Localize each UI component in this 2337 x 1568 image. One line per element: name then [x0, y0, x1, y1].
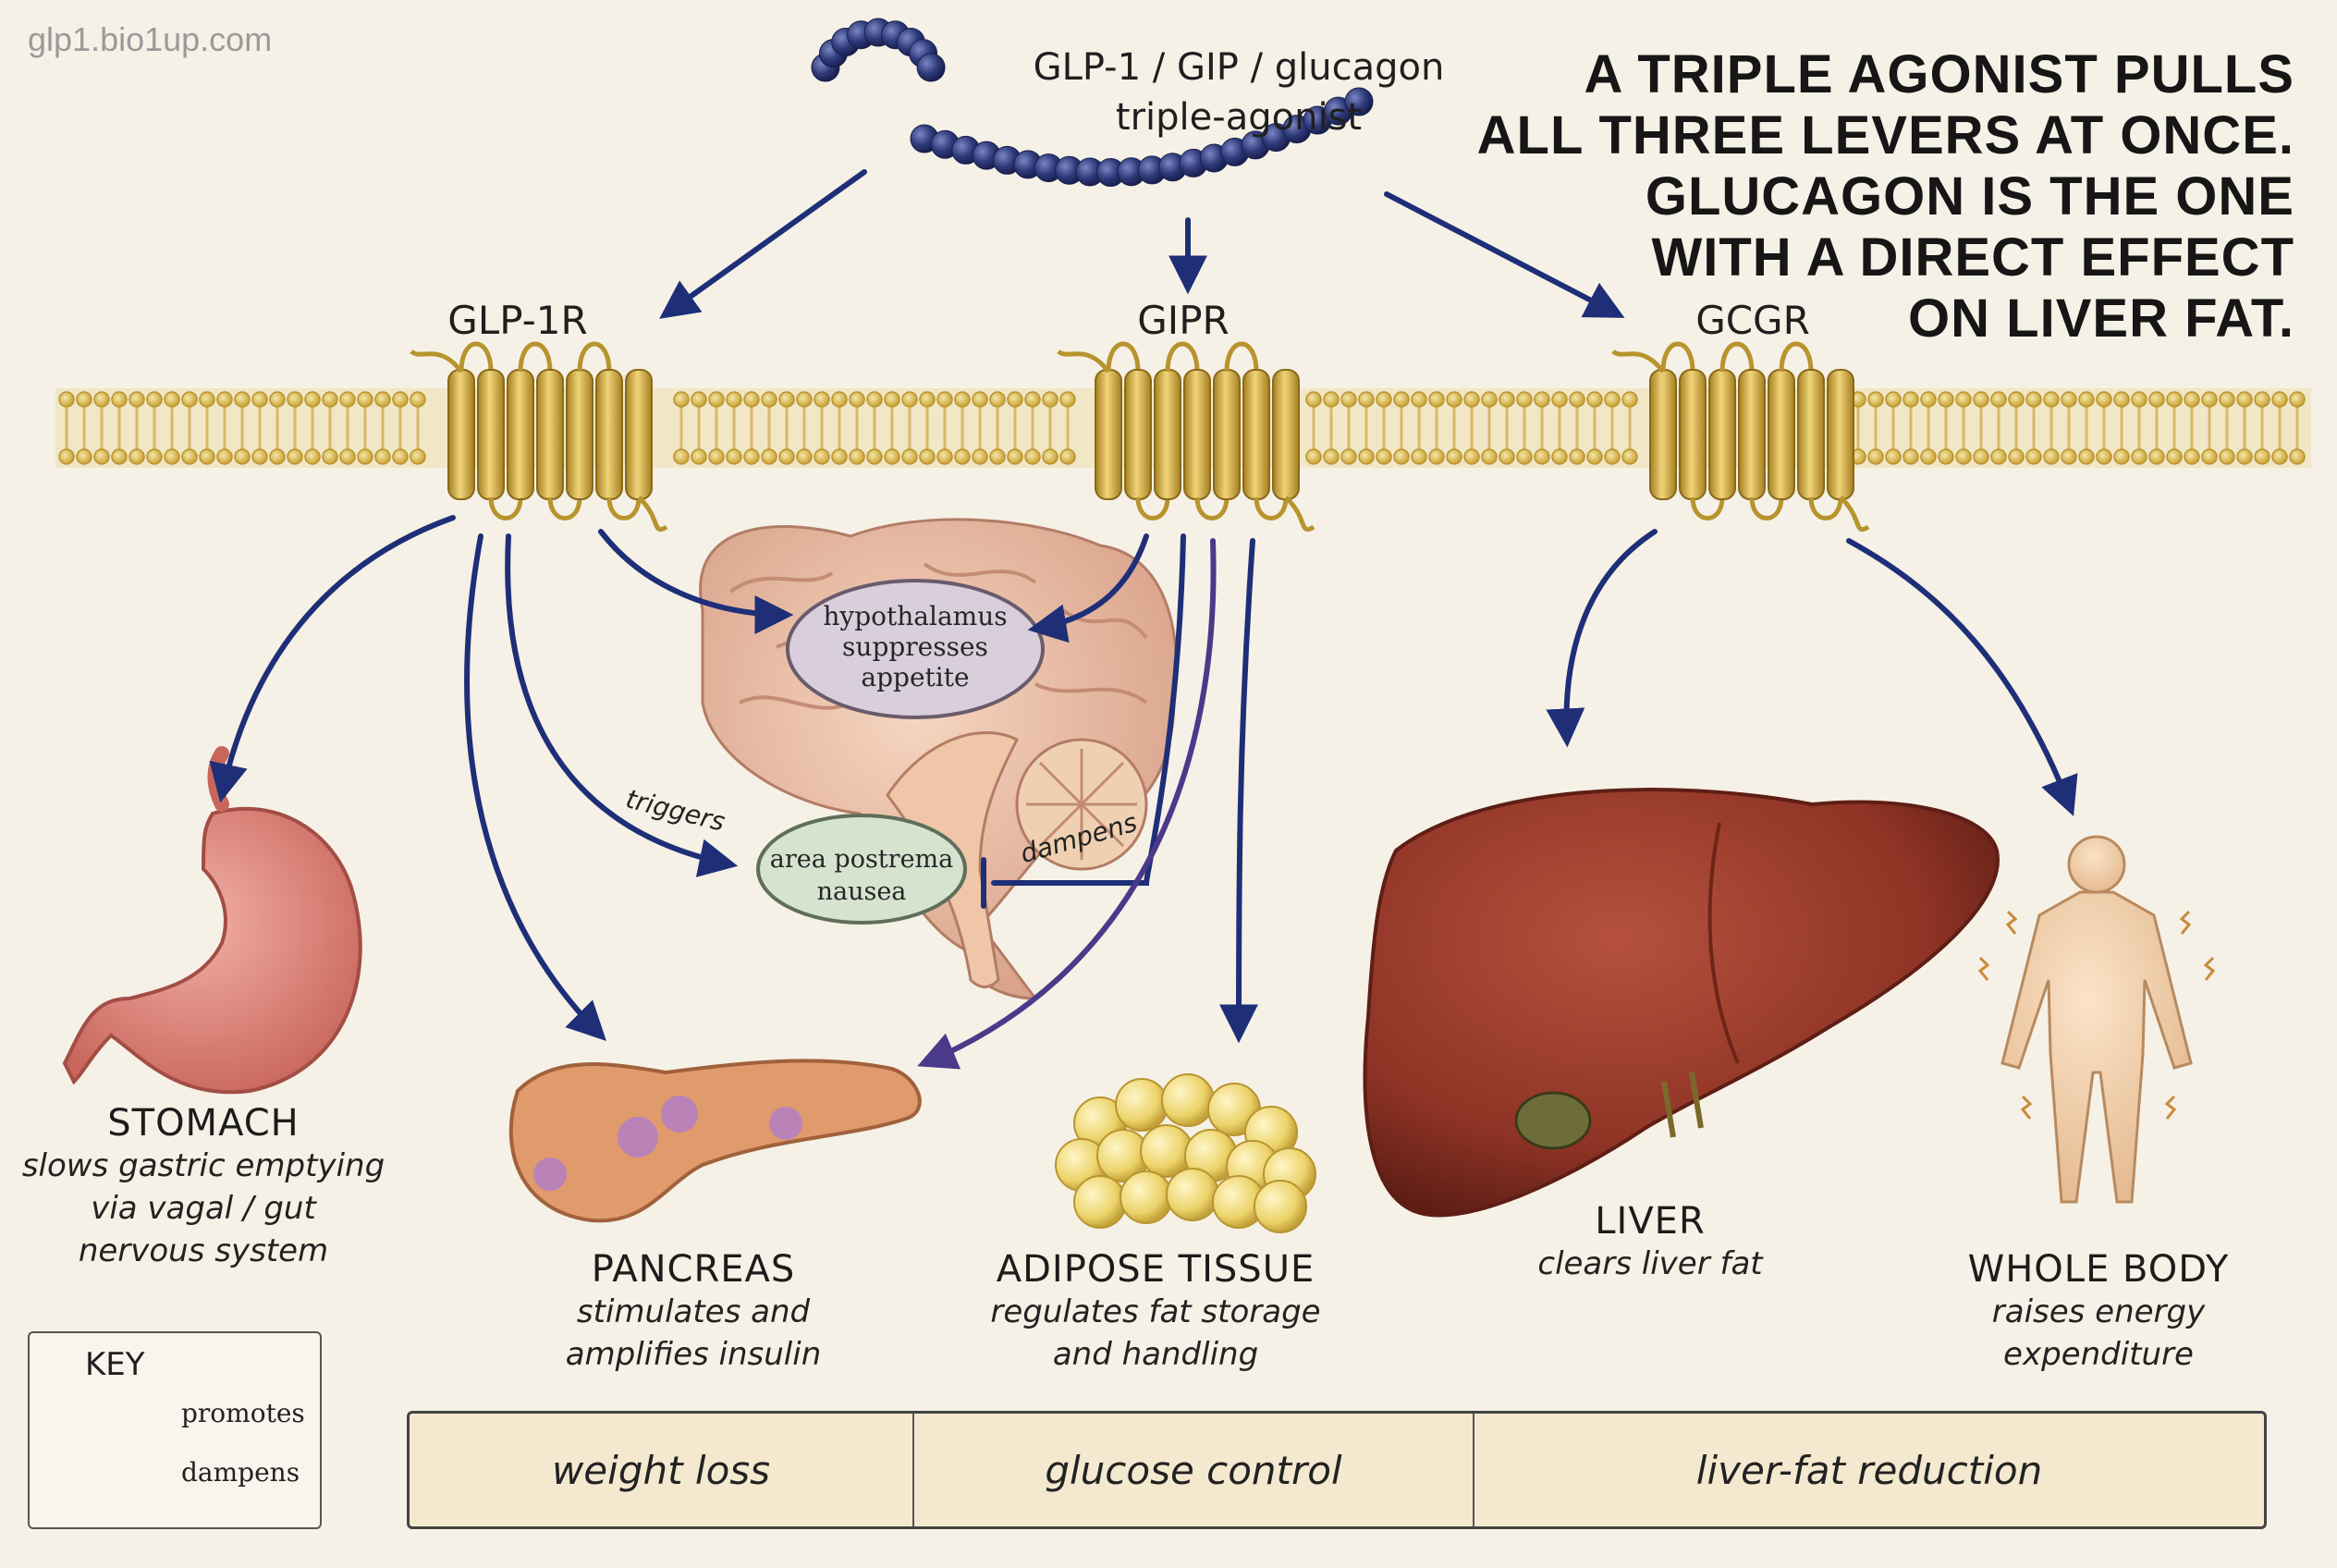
pancreas-title: PANCREAS	[591, 1248, 796, 1291]
whole-body-desc-1: raises energy	[1991, 1293, 2206, 1330]
receptor-label-gipr: GIPR	[1137, 298, 1230, 343]
adipose-illustration	[1055, 1073, 1316, 1233]
whole-body-illustration	[1977, 835, 2216, 1204]
pancreas-illustration	[508, 1059, 922, 1223]
agonist-line-2: triple-agonist	[1115, 96, 1363, 139]
outcome-weight-loss: weight loss	[410, 1414, 914, 1526]
area-postrema-line-2: nausea	[816, 877, 907, 906]
pancreas-desc-2: amplifies insulin	[565, 1336, 822, 1373]
glp1r-receptor-icon	[410, 341, 668, 533]
pancreas-desc-1: stimulates and	[576, 1293, 811, 1330]
peptide-chain-icon	[811, 18, 1374, 187]
headline-line-1: A TRIPLE AGONIST PULLS	[1584, 44, 2294, 104]
whole-body-caption: WHOLE BODY raises energy expenditure	[1941, 1248, 2256, 1376]
headline-line-5: ON LIVER FAT.	[1908, 288, 2294, 349]
signal-arrows	[209, 169, 2078, 1044]
headline: A TRIPLE AGONIST PULLS ALL THREE LEVERS …	[1462, 44, 2294, 349]
adipose-desc-2: and handling	[1052, 1336, 1259, 1373]
liver-title: LIVER	[1595, 1200, 1706, 1243]
headline-line-3: GLUCAGON IS THE ONE	[1645, 166, 2294, 227]
gcgr-receptor-icon	[1611, 341, 1870, 533]
gipr-pancreas-arrow	[917, 538, 1217, 1070]
area-postrema-bubble	[756, 814, 967, 925]
key-dampens-label: dampens	[181, 1457, 300, 1488]
watermark: glp1.bio1up.com	[28, 20, 273, 58]
stomach-desc-3: nervous system	[78, 1232, 329, 1269]
gipr-receptor-icon	[1057, 341, 1315, 533]
stomach-desc-2: via vagal / gut	[91, 1190, 316, 1227]
whole-body-desc-2: expenditure	[2003, 1336, 2194, 1373]
key-promotes-label: promotes	[181, 1398, 305, 1428]
receptor-label-glp1r: GLP-1R	[447, 298, 588, 343]
stomach-illustration	[62, 746, 362, 1095]
stomach-title: STOMACH	[107, 1102, 300, 1145]
stomach-desc-1: slows gastric emptying	[21, 1147, 385, 1184]
adipose-desc-1: regulates fat storage	[990, 1293, 1321, 1330]
liver-illustration	[1363, 788, 2000, 1218]
headline-line-2: ALL THREE LEVERS AT ONCE.	[1476, 105, 2294, 165]
liver-desc-1: clears liver fat	[1537, 1245, 1763, 1282]
hypothalamus-line-1: hypothalamus	[823, 601, 1008, 631]
key-title: KEY	[85, 1346, 145, 1383]
area-postrema-text: area postrema nausea	[758, 843, 965, 908]
key-box	[28, 1331, 322, 1529]
hypothalamus-line-3: appetite	[861, 662, 970, 692]
outcome-glucose-control: glucose control	[914, 1414, 1474, 1526]
pancreas-caption: PANCREAS stimulates and amplifies insuli…	[518, 1248, 869, 1376]
outcome-bar: weight loss glucose control liver-fat re…	[407, 1411, 2267, 1529]
agonist-line-1: GLP-1 / GIP / glucagon	[1033, 46, 1445, 89]
whole-body-title: WHOLE BODY	[1967, 1248, 2230, 1291]
area-postrema-line-1: area postrema	[769, 845, 954, 874]
outcome-liver-fat-reduction: liver-fat reduction	[1695, 1447, 2043, 1493]
receptor-label-gcgr: GCGR	[1695, 298, 1810, 343]
hypothalamus-bubble	[786, 579, 1045, 719]
liver-caption: LIVER clears liver fat	[1498, 1200, 1803, 1285]
hypothalamus-text: hypothalamus suppresses appetite	[788, 601, 1043, 692]
adipose-title: ADIPOSE TISSUE	[996, 1248, 1315, 1291]
adipose-caption: ADIPOSE TISSUE regulates fat storage and…	[980, 1248, 1331, 1376]
hypothalamus-line-2: suppresses	[842, 631, 988, 662]
agonist-label: GLP-1 / GIP / glucagon triple-agonist	[980, 43, 1498, 142]
stomach-caption: STOMACH slows gastric emptying via vagal…	[18, 1102, 388, 1272]
headline-line-4: WITH A DIRECT EFFECT	[1651, 227, 2294, 288]
